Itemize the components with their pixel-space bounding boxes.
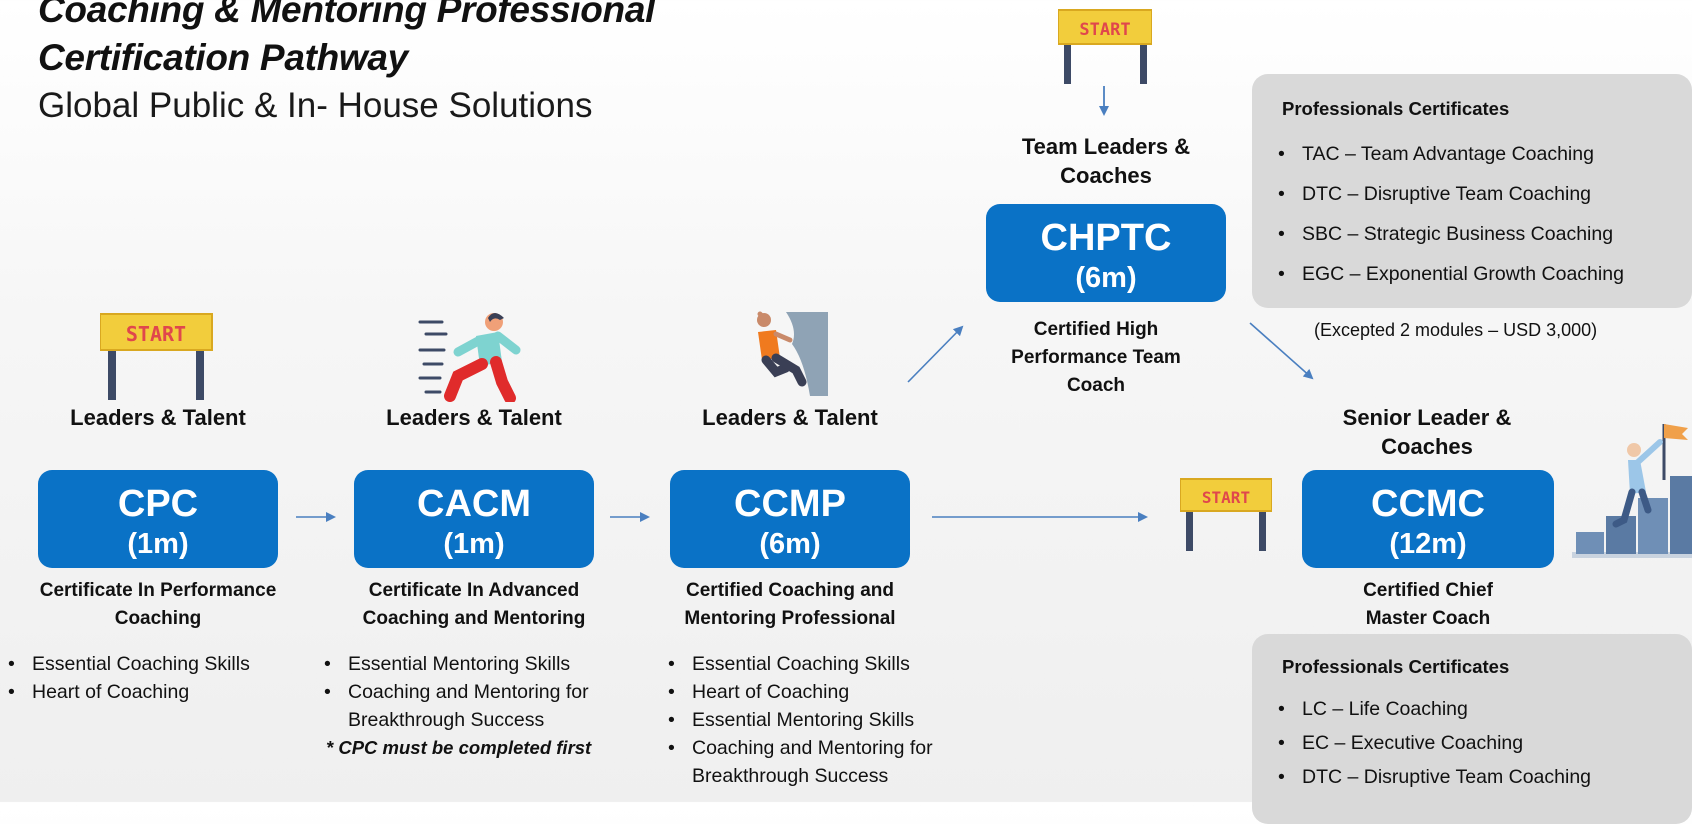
list-item: EC – Executive Coaching	[1272, 726, 1692, 760]
module-list: Essential Coaching Skills Heart of Coach…	[2, 650, 302, 706]
audience-label: Leaders & Talent	[702, 405, 878, 430]
stage-code: CACM	[417, 483, 531, 525]
certificate-name: Certificate In Performance Coaching	[39, 580, 277, 629]
climber-icon	[757, 311, 828, 396]
stage-duration: (1m)	[127, 528, 189, 560]
professional-certificates-panel-top: Professionals Certificates TAC – Team Ad…	[1252, 74, 1692, 308]
list-item: Coaching and Mentoring for Breakthrough …	[318, 678, 618, 734]
audience-label: Leaders & Talent	[70, 405, 246, 430]
list-item: Essential Coaching Skills	[662, 650, 992, 678]
list-item: EGC – Exponential Growth Coaching	[1272, 254, 1692, 294]
module-list: Essential Mentoring Skills Coaching and …	[318, 650, 638, 734]
stage-duration: (6m)	[1075, 262, 1137, 294]
start-banner-icon: START	[1180, 478, 1272, 551]
stage-box-ccmc[interactable]: CCMC (12m)	[1302, 470, 1554, 568]
audience-label: Leaders & Talent	[386, 405, 562, 430]
certificate-name: Certified Coaching and Mentoring Profess…	[684, 580, 896, 629]
start-banner-text: START	[1079, 20, 1130, 40]
audience-label: Senior Leader & Coaches	[1342, 405, 1512, 459]
panel-heading: Professionals Certificates	[1282, 98, 1510, 119]
prerequisite-note: * CPC must be completed first	[326, 737, 592, 758]
stage-duration: (6m)	[759, 528, 821, 560]
stage-box-chptc[interactable]: CHPTC (6m)	[986, 204, 1226, 302]
certificate-list: TAC – Team Advantage Coaching DTC – Disr…	[1272, 134, 1692, 294]
panel-footnote: (Excepted 2 modules – USD 3,000)	[1314, 320, 1598, 340]
certificate-name: Certified High Performance Team Coach	[1011, 319, 1181, 396]
stage-duration: (12m)	[1389, 528, 1467, 560]
stage-code: CCMC	[1371, 483, 1485, 525]
certificate-name: Certificate In Advanced Coaching and Men…	[362, 580, 586, 629]
stage-box-cacm[interactable]: CACM (1m)	[354, 470, 594, 568]
list-item: LC – Life Coaching	[1272, 692, 1692, 726]
professional-certificates-panel-bottom: Professionals Certificates LC – Life Coa…	[1252, 634, 1692, 824]
stage-code: CPC	[117, 483, 199, 525]
list-item: Heart of Coaching	[662, 678, 992, 706]
stage-duration: (1m)	[443, 528, 505, 560]
list-item: Coaching and Mentoring for Breakthrough …	[662, 734, 982, 790]
audience-label: Team Leaders & Coaches	[1021, 134, 1191, 188]
start-banner-icon: START	[100, 313, 213, 400]
start-banner-text: START	[126, 322, 186, 346]
summit-flag-icon	[1572, 424, 1692, 558]
list-item: SBC – Strategic Business Coaching	[1272, 214, 1692, 254]
stage-box-cpc[interactable]: CPC (1m)	[38, 470, 278, 568]
certificate-list: LC – Life Coaching EC – Executive Coachi…	[1272, 692, 1692, 794]
page-title: Coaching & Mentoring Professional Certif…	[38, 0, 656, 78]
stage-box-ccmp[interactable]: CCMP (6m)	[670, 470, 910, 568]
list-item: Essential Mentoring Skills	[662, 706, 992, 734]
stage-code: CHPTC	[1040, 217, 1172, 259]
list-item: Essential Mentoring Skills	[318, 650, 638, 678]
stage-code: CCMP	[734, 483, 846, 525]
list-item: DTC – Disruptive Team Coaching	[1272, 174, 1692, 214]
runner-icon	[418, 313, 521, 402]
connector-arrows	[296, 86, 1314, 522]
certificate-name: Certified Chief Master Coach	[1363, 580, 1493, 629]
arrow-chptc-ccmc	[1249, 322, 1314, 380]
list-item: TAC – Team Advantage Coaching	[1272, 134, 1692, 174]
list-item: Heart of Coaching	[2, 678, 302, 706]
start-banner-text: START	[1202, 488, 1250, 507]
page-subtitle: Global Public & In- House Solutions	[38, 86, 593, 125]
start-banner-icon: START	[1058, 9, 1152, 84]
list-item: Essential Coaching Skills	[2, 650, 302, 678]
module-list: Essential Coaching Skills Heart of Coach…	[662, 650, 992, 790]
arrow-ccmp-chptc	[907, 325, 964, 383]
panel-heading: Professionals Certificates	[1282, 656, 1510, 677]
list-item: DTC – Disruptive Team Coaching	[1272, 760, 1692, 794]
